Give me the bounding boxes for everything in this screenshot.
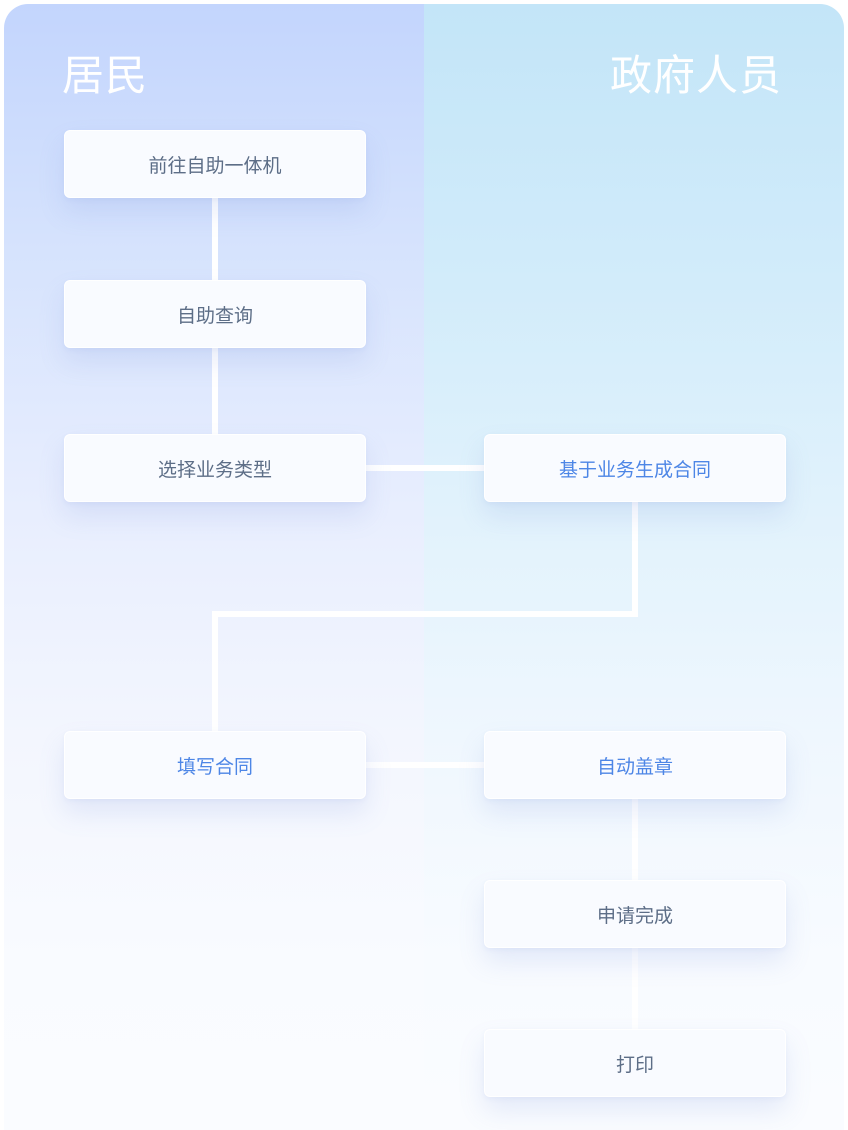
swimlane-diagram: 居民 政府人员 前往自助一体机 自助查询 选择业务类型 基于业务生成合同 填写合… (4, 4, 844, 1130)
connector-horizontal-back (212, 611, 638, 617)
node-goto-kiosk: 前往自助一体机 (64, 130, 366, 198)
lane-title-government: 政府人员 (609, 51, 782, 100)
connector-stamp-to-complete (632, 796, 638, 884)
node-auto-stamp: 自动盖章 (484, 731, 786, 799)
connector-fill-to-stamp (364, 762, 486, 768)
connector-kiosk-to-query (212, 196, 218, 282)
connector-generate-down (632, 500, 638, 616)
node-generate-contract: 基于业务生成合同 (484, 434, 786, 502)
connector-complete-to-print (632, 945, 638, 1033)
lane-title-resident: 居民 (62, 51, 149, 100)
node-apply-complete: 申请完成 (484, 880, 786, 948)
node-fill-contract: 填写合同 (64, 731, 366, 799)
connector-down-to-fill (212, 611, 218, 735)
connector-select-to-generate (364, 465, 486, 471)
node-self-query: 自助查询 (64, 280, 366, 348)
connector-query-to-select (212, 346, 218, 438)
node-print: 打印 (484, 1029, 786, 1097)
node-select-business-type: 选择业务类型 (64, 434, 366, 502)
